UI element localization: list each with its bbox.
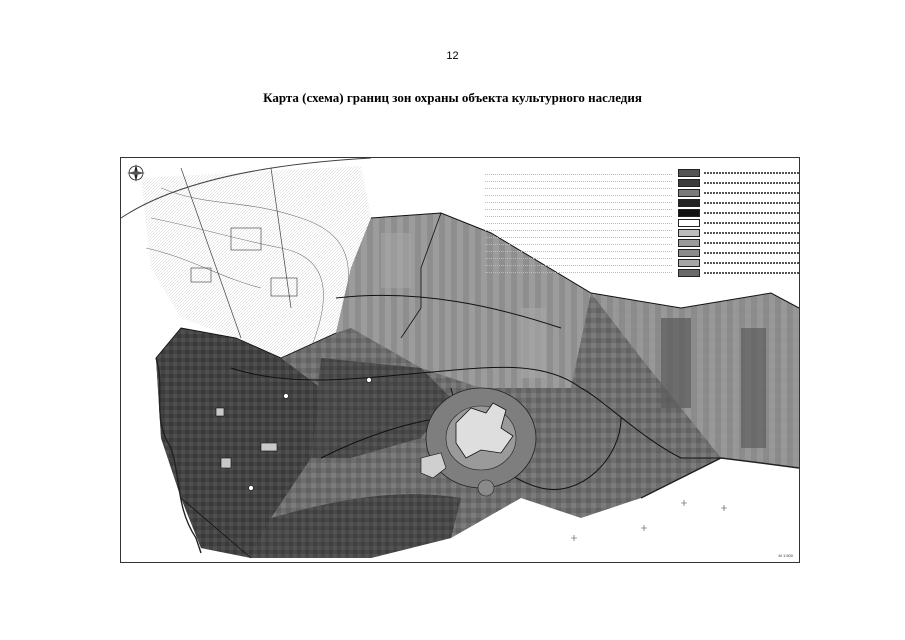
shoreline bbox=[155, 357, 799, 554]
survey-marks bbox=[571, 500, 727, 541]
document-title: Карта (схема) границ зон охраны объекта … bbox=[263, 90, 642, 105]
protection-zones bbox=[156, 213, 799, 558]
legend-objects-heading: ​ bbox=[481, 160, 676, 165]
compass-rose-icon bbox=[126, 163, 146, 183]
legend-symbols: ​ bbox=[676, 158, 799, 278]
topographic-area bbox=[121, 158, 372, 358]
minor-structures bbox=[215, 377, 372, 491]
heritage-building-complex bbox=[420, 387, 537, 497]
map-drawing bbox=[121, 158, 799, 559]
heritage-zone-map: ​ ​ М 1:500 bbox=[120, 157, 800, 563]
map-scale: М 1:500 bbox=[778, 553, 793, 558]
legend-symbols-heading: ​ bbox=[676, 160, 799, 165]
page-number: 12 bbox=[446, 50, 459, 62]
legend-objects: ​ bbox=[481, 158, 676, 273]
